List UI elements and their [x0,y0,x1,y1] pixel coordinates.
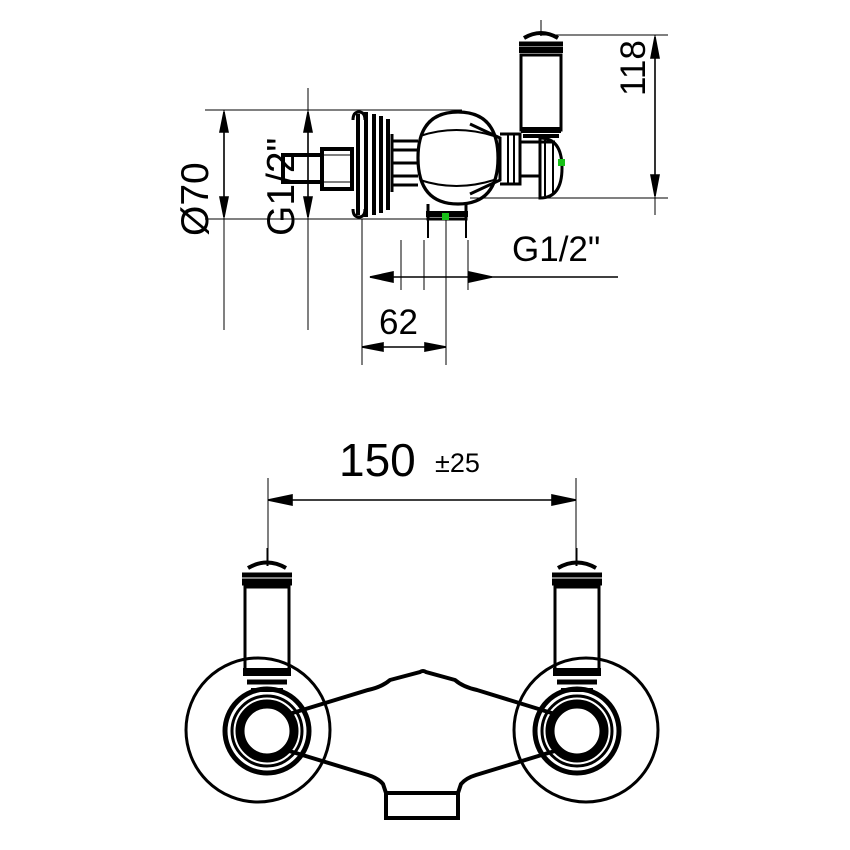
dimension-label-thread-inlet: G1/2" [260,137,303,236]
outlet-connection-point [442,213,449,220]
connection-markers-side [442,159,565,220]
dimension-line-150 [267,494,577,506]
front-elevation-view [184,478,660,820]
dimension-label-thread-outlet: G1/2" [512,230,601,269]
handle-right [532,548,622,776]
inlet-connection-point [558,159,565,166]
escutcheon-left [184,656,332,804]
mixer-body-front [285,669,559,820]
valve-handle-side [519,20,563,144]
dimension-label-tolerance: ±25 [435,448,480,478]
handle-left [222,548,312,776]
side-elevation-view [205,20,668,365]
dimension-label-depth-62: 62 [379,303,418,342]
dimension-label-height-118: 118 [614,40,653,96]
escutcheon-plates [184,656,660,804]
extension-lines-front [267,478,577,566]
dimension-label-centres-150: 150 [339,434,416,486]
dimension-label-diameter-70: Ø70 [174,162,217,236]
dimension-lines-side [219,36,660,352]
escutcheon-right [512,656,660,804]
valve-body-side [281,110,564,238]
